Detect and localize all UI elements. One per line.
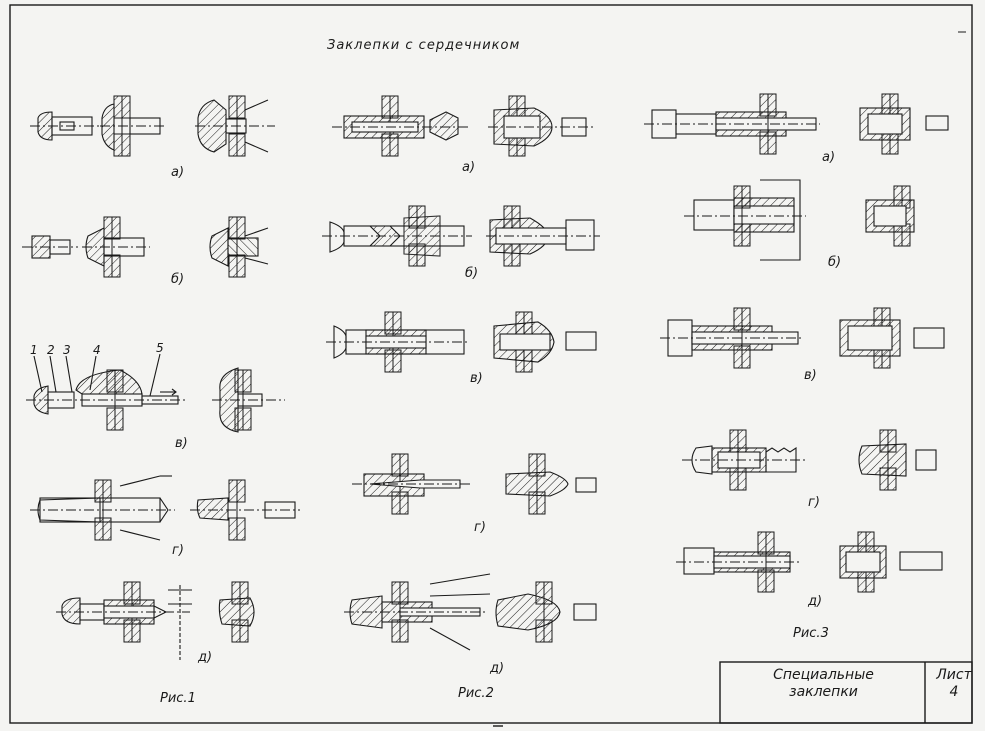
- fig1-caption: Рис.1: [160, 691, 196, 706]
- title-block-line-1: Специальные: [773, 667, 874, 683]
- fig3-b: [684, 179, 915, 261]
- fig3-label-g: г): [808, 495, 820, 510]
- fig2-label-v: в): [470, 371, 483, 386]
- fig3-label-a: а): [822, 150, 836, 165]
- fig2-caption: Рис.2: [458, 686, 494, 701]
- fig3-label-d: д): [808, 594, 823, 609]
- fig1-b: [22, 216, 269, 278]
- fig3-g: [682, 429, 937, 491]
- fig1-label-d: д): [198, 650, 213, 665]
- fig2-v: [326, 311, 597, 373]
- fig2-label-a: а): [462, 160, 476, 175]
- fig1-v: [26, 353, 285, 433]
- part-number-4: 4: [93, 343, 101, 357]
- part-number-1: 1: [30, 343, 38, 357]
- outer-frame: [9, 4, 973, 724]
- fig1-label-a: а): [171, 165, 185, 180]
- fig1-a: [30, 95, 275, 157]
- sheet-title: Заклепки с сердечником: [327, 38, 521, 53]
- fig3-d: [676, 531, 943, 593]
- fig1-label-v: в): [175, 436, 188, 451]
- fig1-d: [56, 581, 255, 660]
- title-block: [719, 661, 973, 724]
- fig3-label-v: в): [804, 368, 817, 383]
- part-number-2: 2: [47, 343, 55, 357]
- fig1-label-g: г): [172, 543, 184, 558]
- fig2-label-g: г): [474, 520, 486, 535]
- fig3-a: [644, 93, 949, 155]
- part-number-3: 3: [63, 343, 71, 357]
- fig2-g: [352, 453, 597, 515]
- sheet-label: Лист: [936, 667, 972, 683]
- sheet-number: 4: [949, 684, 959, 700]
- part-number-5: 5: [156, 341, 164, 355]
- title-block-sheet: Лист 4: [926, 667, 982, 701]
- fig1-g: [30, 475, 300, 541]
- fig2-d: [344, 573, 597, 651]
- fig2-label-b: б): [465, 266, 479, 281]
- fig2-b: [322, 205, 600, 267]
- fig3-label-b: б): [828, 255, 842, 270]
- title-block-name: Специальные заклепки: [722, 667, 925, 701]
- fig2-a: [332, 95, 594, 157]
- fig3-v: [660, 307, 945, 369]
- fig1-label-b: б): [171, 272, 185, 287]
- title-block-line-2: заклепки: [789, 684, 858, 700]
- fig3-caption: Рис.3: [793, 626, 829, 641]
- fig2-label-d: д): [490, 661, 505, 676]
